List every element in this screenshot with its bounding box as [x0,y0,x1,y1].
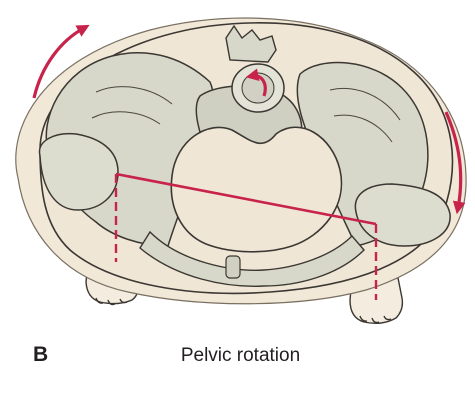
pelvis-illustration [0,0,475,330]
figure-caption: Pelvic rotation [0,346,475,365]
